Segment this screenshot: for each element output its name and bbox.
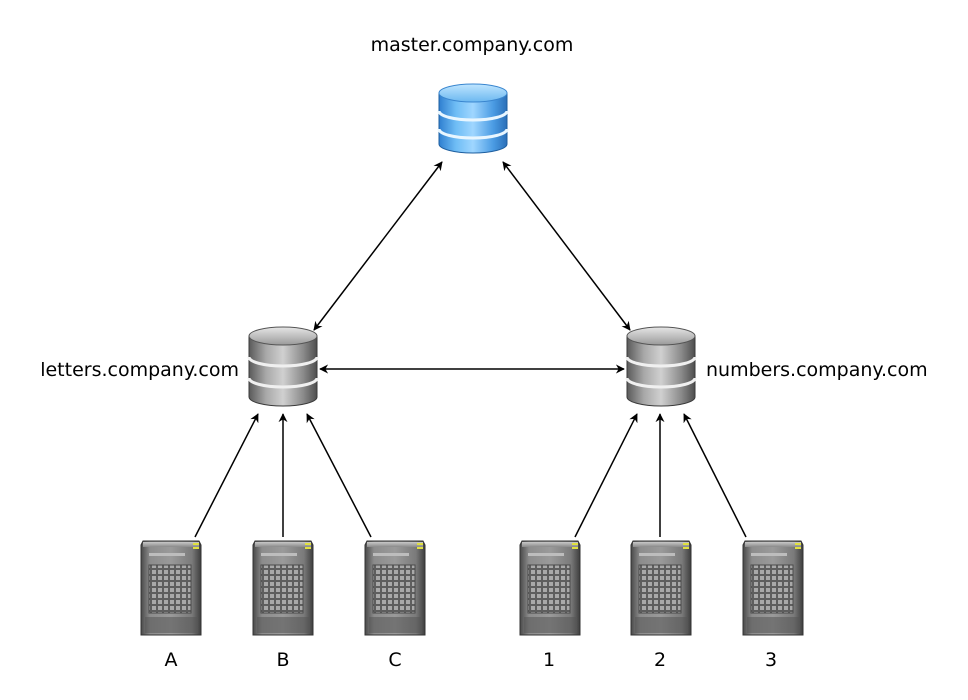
- server-a-icon: [140, 540, 202, 636]
- server-c-icon: [364, 540, 426, 636]
- master-label: master.company.com: [371, 34, 574, 56]
- server-label-c: C: [388, 649, 401, 671]
- server-label-a: A: [165, 649, 178, 671]
- server-label-1: 1: [543, 649, 555, 671]
- server-label-b: B: [276, 649, 289, 671]
- server-2-icon: [630, 540, 692, 636]
- server-label-2: 2: [654, 649, 666, 671]
- server-1-icon: [519, 540, 581, 636]
- numbers-database-icon: [625, 325, 697, 408]
- edge-numbers-master: [502, 161, 631, 331]
- letters-database-icon: [247, 325, 319, 408]
- edge-server-a-letters: [194, 413, 259, 538]
- master-database-icon: [437, 82, 509, 155]
- connections: [194, 161, 747, 538]
- edge-letters-master: [313, 161, 443, 331]
- edge-server-1-numbers: [574, 413, 638, 538]
- letters-label: letters.company.com: [40, 359, 239, 381]
- server-b-icon: [252, 540, 314, 636]
- edge-server-c-letters: [306, 413, 372, 538]
- server-3-icon: [742, 540, 804, 636]
- edge-server-3-numbers: [683, 413, 747, 538]
- numbers-label: numbers.company.com: [706, 359, 928, 381]
- server-label-3: 3: [765, 649, 777, 671]
